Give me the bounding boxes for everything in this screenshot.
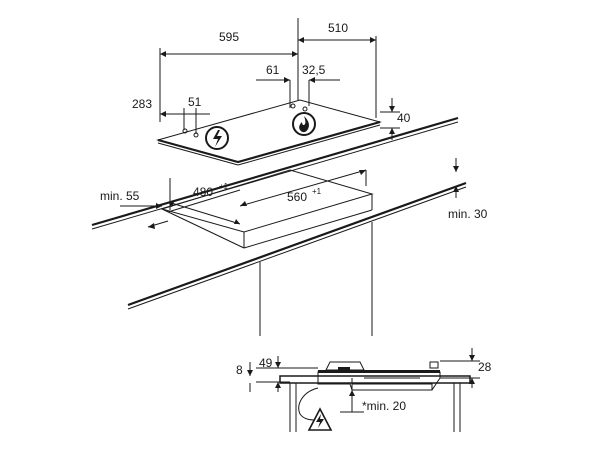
dim-560-tolerance: +1 xyxy=(312,187,322,196)
dim-min-55-label: min. 55 xyxy=(100,189,140,203)
hob-edge-bottom xyxy=(157,142,239,166)
dimension-40 xyxy=(380,98,400,140)
dim-51-label: 51 xyxy=(188,95,202,109)
dim-8-label: 8 xyxy=(236,363,243,377)
dim-min-30-label: min. 30 xyxy=(448,207,488,221)
dim-40-label: 40 xyxy=(397,111,411,125)
dimension-28 xyxy=(440,348,480,388)
electric-hazard-icon xyxy=(205,126,229,150)
dimension-61-32 xyxy=(256,77,340,108)
dimension-min-20 xyxy=(340,378,364,413)
dim-28-label: 28 xyxy=(478,360,492,374)
dim-595-label: 595 xyxy=(219,30,239,44)
hob-mark xyxy=(182,128,188,134)
worktop xyxy=(91,116,467,336)
hob-edge-bottom-right xyxy=(237,124,381,166)
dimension-510 xyxy=(298,36,377,118)
dimension-595 xyxy=(159,18,299,122)
hob-mark xyxy=(290,103,296,109)
dim-480-label: 480 xyxy=(193,185,213,199)
dim-560-label: 560 xyxy=(287,190,307,204)
dimension-283-51 xyxy=(160,108,210,134)
dimension-560 xyxy=(239,169,367,207)
dimension-480 xyxy=(167,178,241,225)
side-section xyxy=(279,361,471,432)
dim-49-label: 49 xyxy=(259,356,273,370)
hob-front-edge xyxy=(157,120,381,164)
gas-flame-icon xyxy=(292,112,316,136)
dim-480-tolerance: +1 xyxy=(219,182,229,191)
dim-32-5-label: 32,5 xyxy=(302,63,326,77)
dimension-49-8 xyxy=(247,356,318,392)
dim-283-label: 283 xyxy=(132,97,152,111)
dimension-min-55 xyxy=(120,203,169,229)
dim-61-label: 61 xyxy=(266,63,280,77)
hob-mark xyxy=(302,106,308,112)
dim-min-20-label: *min. 20 xyxy=(362,399,406,413)
hob-top xyxy=(156,99,382,166)
dimension-min-30 xyxy=(453,158,459,198)
electrical-warning-icon xyxy=(307,407,333,431)
dim-510-label: 510 xyxy=(328,21,348,35)
cutout xyxy=(160,169,374,249)
